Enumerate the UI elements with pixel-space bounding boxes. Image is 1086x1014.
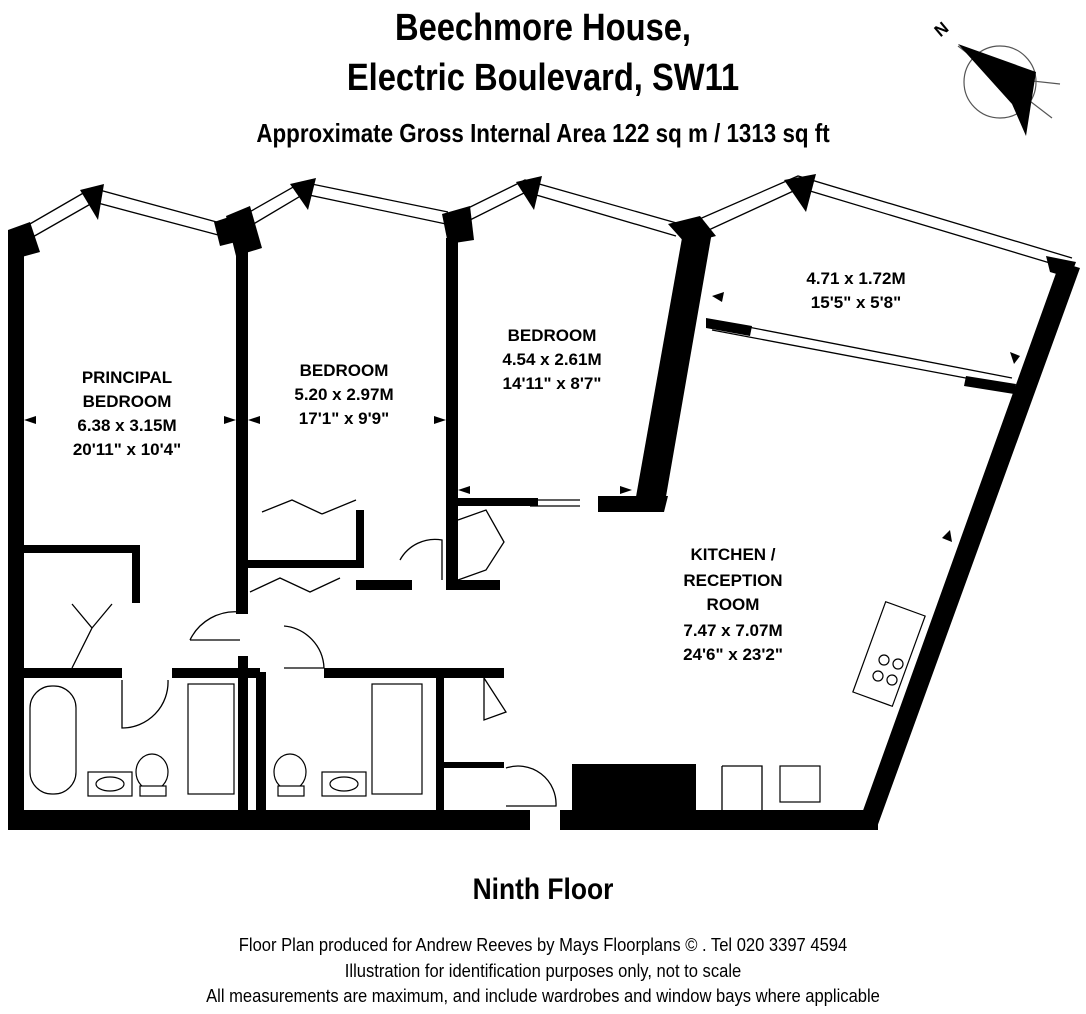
- compass-circle: [963, 45, 1037, 119]
- kitchen-imperial: 24'6" x 23'2": [683, 645, 783, 664]
- kitchen-metric: 7.47 x 7.07M: [683, 621, 782, 640]
- kitchen-name-3: ROOM: [707, 595, 760, 614]
- compass-needle-icon: [958, 44, 1036, 136]
- bedroom-3-metric: 4.54 x 2.61M: [502, 350, 601, 369]
- compass: N: [931, 18, 1061, 136]
- principal-bedroom-name-1: PRINCIPAL: [82, 368, 172, 387]
- title-line-2: Electric Boulevard, SW11: [346, 57, 740, 99]
- balcony-imperial: 15'5" x 5'8": [811, 293, 901, 312]
- bedroom-3-name: BEDROOM: [508, 326, 597, 345]
- gross-area-label: Approximate Gross Internal Area 122 sq m…: [256, 118, 830, 148]
- bathtub-icon: [29, 685, 77, 795]
- bedroom-2-imperial: 17'1" x 9'9": [299, 409, 389, 428]
- balcony-metric: 4.71 x 1.72M: [806, 269, 905, 288]
- toilet-icon: [273, 753, 307, 791]
- footer-line-2: Illustration for identification purposes…: [344, 961, 742, 981]
- footer-line-1: Floor Plan produced for Andrew Reeves by…: [238, 935, 848, 955]
- bedroom-3-imperial: 14'11" x 8'7": [503, 374, 602, 393]
- principal-bedroom-metric: 6.38 x 3.15M: [77, 416, 176, 435]
- floor-label: Ninth Floor: [472, 873, 614, 906]
- room-labels: PRINCIPAL BEDROOM 6.38 x 3.15M 20'11" x …: [73, 269, 906, 664]
- kitchen-name-1: KITCHEN /: [691, 545, 776, 564]
- sink-icon: [779, 765, 821, 803]
- footer-line-3: All measurements are maximum, and includ…: [206, 986, 880, 1006]
- compass-north-label: N: [931, 18, 953, 40]
- toilet-icon: [135, 753, 169, 791]
- title-line-1: Beechmore House,: [394, 7, 692, 49]
- dimension-markers: [24, 292, 1020, 542]
- bedroom-2-metric: 5.20 x 2.97M: [294, 385, 393, 404]
- bathroom-fixtures: [29, 600, 926, 803]
- principal-bedroom-imperial: 20'11" x 10'4": [73, 440, 181, 459]
- bedroom-2-name: BEDROOM: [300, 361, 389, 380]
- walls: [8, 174, 1080, 830]
- hob-icon: [852, 600, 926, 708]
- shower-tray-icon: [371, 683, 423, 795]
- principal-bedroom-name-2: BEDROOM: [83, 392, 172, 411]
- shower-tray-icon: [187, 683, 235, 795]
- kitchen-name-2: RECEPTION: [683, 571, 782, 590]
- doors: [71, 499, 763, 812]
